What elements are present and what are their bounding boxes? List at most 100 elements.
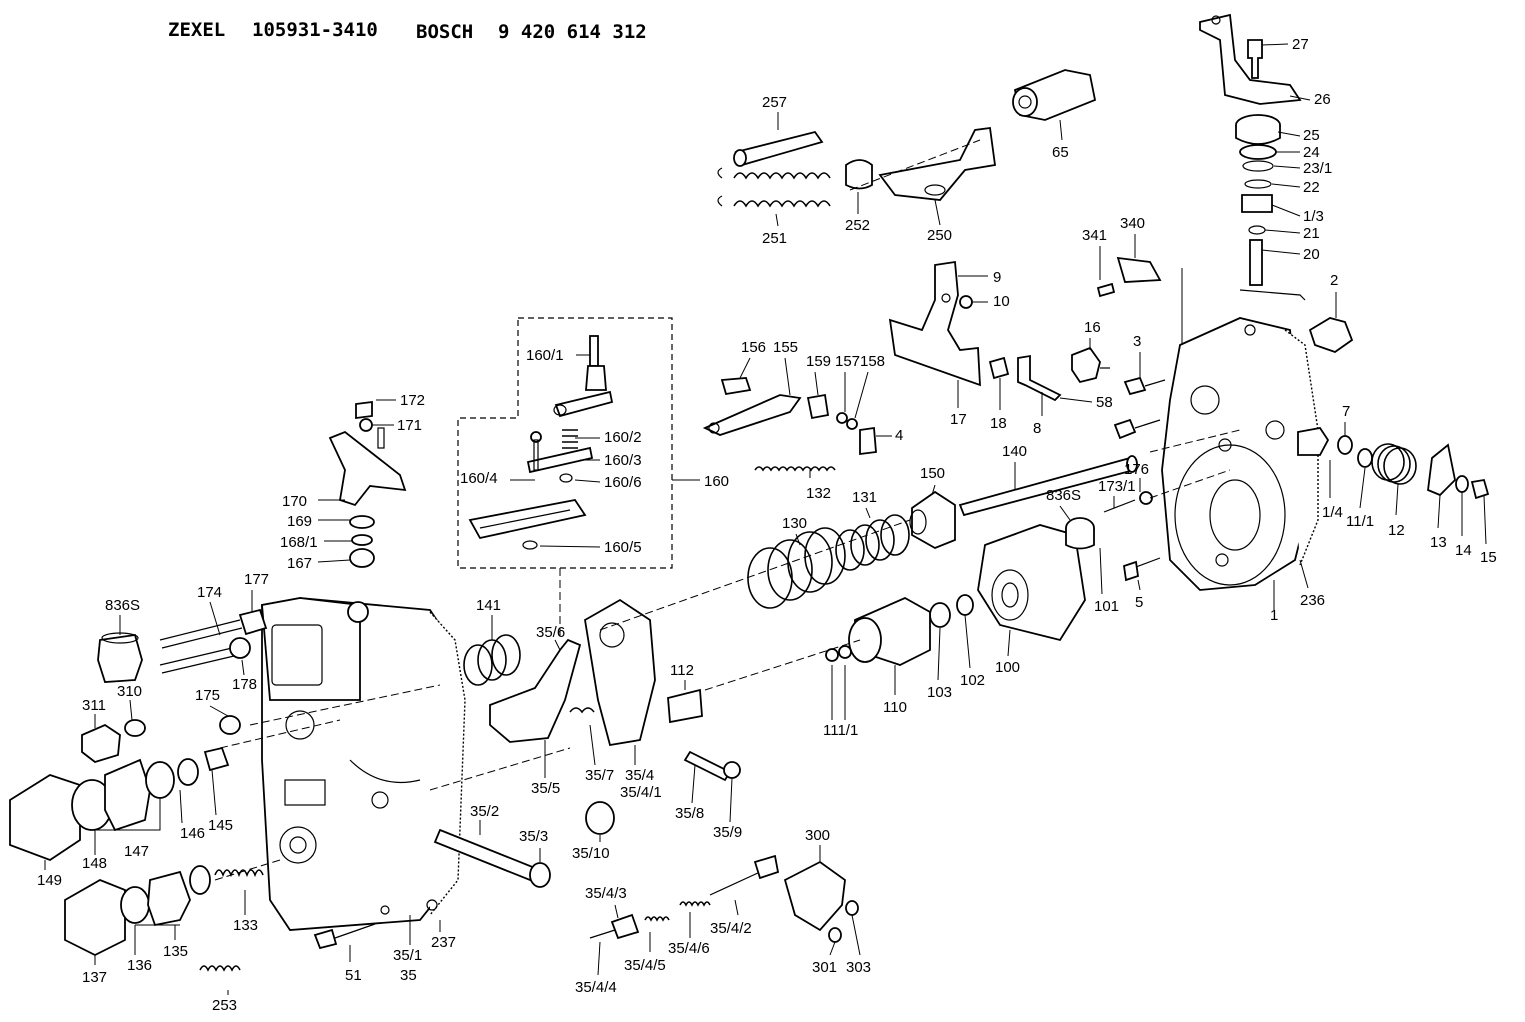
part-label: 102 — [960, 672, 985, 689]
part-label: 171 — [397, 417, 422, 434]
part-label: 12 — [1388, 522, 1405, 539]
part-label: 168/1 — [280, 534, 318, 551]
lower-left-hardware — [64, 865, 376, 972]
part-label: 257 — [762, 94, 787, 111]
part-label: 35/7 — [585, 767, 614, 784]
part-label: 250 — [927, 227, 952, 244]
part-label: 160/6 — [604, 474, 642, 491]
part-label: 18 — [990, 415, 1007, 432]
part-label: 35/4/2 — [710, 920, 752, 937]
pump-housing — [261, 597, 466, 931]
part-label: 51 — [345, 967, 362, 984]
part-label: 147 — [124, 843, 149, 860]
part-label: 174 — [197, 584, 222, 601]
part-label: 22 — [1303, 179, 1320, 196]
part-label: 111/1 — [823, 722, 858, 739]
part-label: 14 — [1455, 542, 1472, 559]
part-label: 2 — [1330, 272, 1338, 289]
lower-linkage — [589, 854, 859, 943]
part-label: 160/5 — [604, 539, 642, 556]
part-label: 20 — [1303, 246, 1320, 263]
part-label: 5 — [1135, 594, 1143, 611]
header-bosch-number: 9 420 614 312 — [498, 21, 647, 43]
leader-lines — [44, 43, 1487, 995]
lever-group-155 — [702, 377, 877, 472]
part-label: 35/6 — [536, 624, 565, 641]
header-brand-zexel: ZEXEL — [168, 19, 225, 41]
part-label: 35/8 — [675, 805, 704, 822]
part-label: 35/4/1 — [620, 784, 662, 801]
part-label: 132 — [806, 485, 831, 502]
part-label: 8 — [1033, 420, 1041, 437]
part-label: 112 — [670, 662, 694, 679]
part-label: 26 — [1314, 91, 1331, 108]
part-label: 251 — [762, 230, 787, 247]
part-label: 146 — [180, 825, 205, 842]
part-label: 169 — [287, 513, 312, 530]
upper-lever-group — [717, 69, 1097, 208]
part-label: 11/1 — [1346, 513, 1374, 530]
part-label: 836S — [1046, 487, 1081, 504]
part-label: 15 — [1480, 549, 1497, 566]
part-label: 173/1 — [1098, 478, 1136, 495]
part-label: 101 — [1094, 598, 1119, 615]
part-label: 177 — [244, 571, 269, 588]
rear-housing — [1161, 317, 1319, 591]
part-label: 9 — [993, 269, 1001, 286]
part-label: 170 — [282, 493, 307, 510]
part-label: 35/5 — [531, 780, 560, 797]
part-label: 176 — [1124, 461, 1149, 478]
part-label: 35 — [400, 967, 417, 984]
bracket-group — [888, 256, 1162, 387]
part-label: 160/1 — [526, 347, 564, 364]
part-label: 237 — [431, 934, 456, 951]
part-label: 159 — [806, 353, 831, 370]
part-label: 135 — [163, 943, 188, 960]
part-label: 167 — [287, 555, 312, 572]
alignment-lines — [214, 139, 1275, 881]
part-label: 178 — [232, 676, 257, 693]
part-label: 7 — [1342, 403, 1350, 420]
part-label: 65 — [1052, 144, 1069, 161]
part-label: 172 — [400, 392, 425, 409]
part-label: 35/3 — [519, 828, 548, 845]
part-label: 24 — [1303, 144, 1320, 161]
part-label: 35/4 — [625, 767, 654, 784]
part-label: 1/4 — [1322, 504, 1343, 521]
part-label: 35/4/3 — [585, 885, 627, 902]
part-label: 175 — [195, 687, 220, 704]
part-label: 10 — [993, 293, 1010, 310]
part-label: 300 — [805, 827, 830, 844]
part-label: 130 — [782, 515, 807, 532]
mid-fasteners — [988, 346, 1166, 440]
part-label: 25 — [1303, 127, 1320, 144]
part-label: 149 — [37, 872, 62, 889]
part-label: 252 — [845, 217, 870, 234]
part-label: 148 — [82, 855, 107, 872]
part-label: 35/4/4 — [575, 979, 617, 996]
part-label: 3 — [1133, 333, 1141, 350]
part-label: 310 — [117, 683, 142, 700]
lever-group-170 — [328, 400, 407, 568]
main-shaft-group — [747, 455, 1138, 609]
part-label: 1/3 — [1303, 208, 1324, 225]
part-labels: 27 26 25 24 23/1 22 1/3 21 20 2 65 257 2… — [37, 36, 1497, 1014]
part-label: 340 — [1120, 215, 1145, 232]
part-label: 145 — [208, 817, 233, 834]
part-label: 160 — [704, 473, 729, 490]
part-label: 133 — [233, 917, 258, 934]
part-label: 136 — [127, 957, 152, 974]
governor-top-stack — [1199, 13, 1306, 301]
part-label: 311 — [82, 697, 106, 714]
left-hardware — [9, 608, 268, 862]
part-label: 35/9 — [713, 824, 742, 841]
part-label: 23/1 — [1303, 160, 1332, 177]
part-label: 21 — [1303, 225, 1320, 242]
part-label: 160/2 — [604, 429, 642, 446]
part-label: 131 — [852, 489, 877, 506]
part-label: 157 — [835, 353, 860, 370]
part-label: 836S — [105, 597, 140, 614]
part-label: 253 — [212, 997, 237, 1014]
part-label: 58 — [1096, 394, 1113, 411]
part-label: 341 — [1082, 227, 1107, 244]
